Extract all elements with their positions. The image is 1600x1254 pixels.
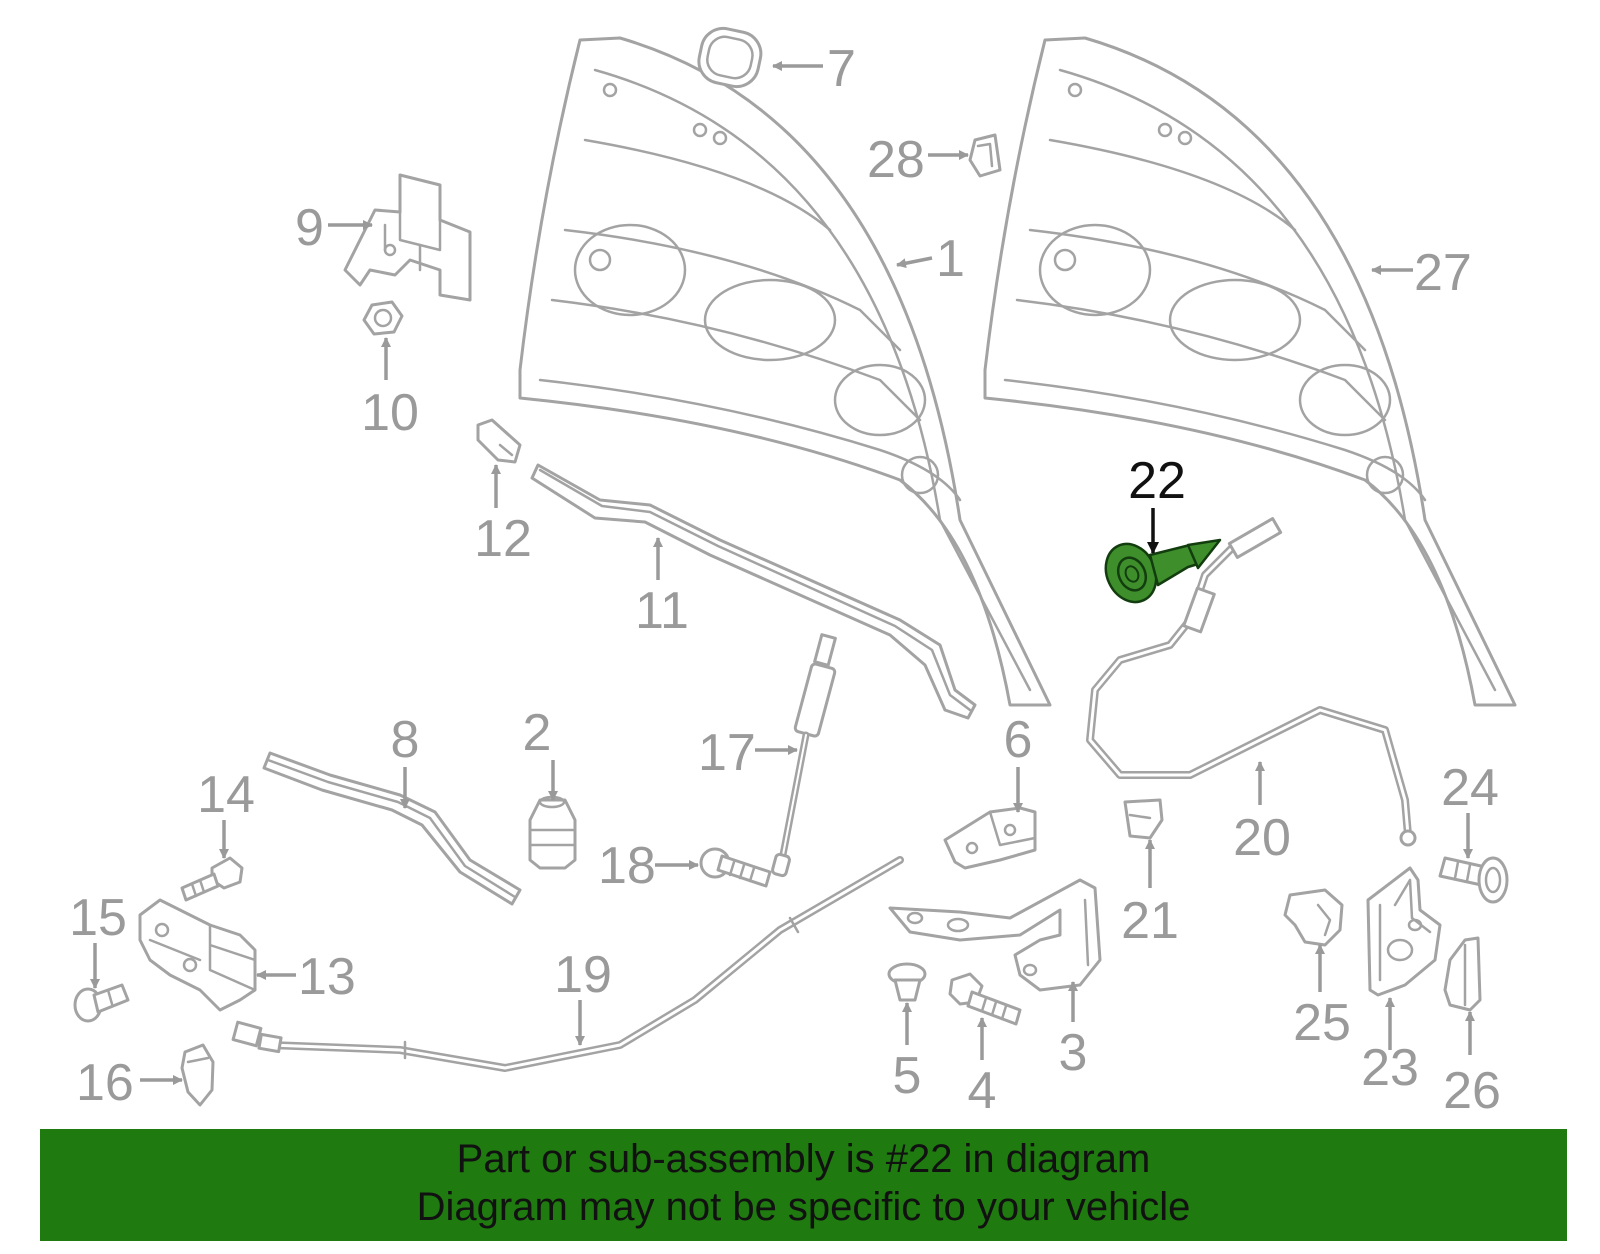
grommet-part-7 [697,26,763,89]
callout-label-24: 24 [1441,759,1499,817]
callout-label-26: 26 [1443,1062,1501,1120]
callout-5: 5 [893,1002,922,1105]
hood-panel-part-1 [518,36,1052,707]
clip-nut-part-5 [887,962,927,1002]
callout-label-27: 27 [1414,244,1472,302]
bolt-part-14 [180,856,244,902]
callout-1: 1 [896,230,965,288]
callout-label-2: 2 [523,704,552,762]
callout-label-1: 1 [936,230,965,288]
ball-stud-part-18 [699,847,772,888]
hood-panel-part-27 [983,36,1517,707]
callout-15: 15 [69,889,127,989]
hood-latch-part-13 [138,898,257,1012]
callout-22: 22 [1128,452,1186,554]
callout-label-20: 20 [1233,809,1291,867]
callout-25: 25 [1293,944,1351,1052]
cap-part-16 [180,1043,215,1107]
callout-label-28: 28 [867,131,925,189]
callout-18: 18 [598,837,699,895]
callout-label-4: 4 [968,1062,997,1120]
highlighted-bolt-part-22 [1104,538,1222,604]
clip-part-21 [1123,798,1164,840]
gas-strut-part-17 [771,633,837,878]
cover-part-26 [1443,936,1482,1012]
callout-4: 4 [968,1017,997,1120]
bolt-part-24 [1438,856,1509,904]
callout-6: 6 [1004,711,1033,813]
callout-23: 23 [1361,997,1419,1097]
nut-part-10 [362,300,404,336]
callout-label-11: 11 [635,582,689,640]
callout-14: 14 [197,766,255,859]
callout-label-10: 10 [361,384,419,442]
callout-28: 28 [867,131,969,189]
clip-part-28 [968,133,1002,178]
callout-27: 27 [1371,244,1472,302]
hood-hinge-part-3 [888,878,1102,992]
callout-9: 9 [295,199,373,257]
info-banner: Part or sub-assembly is #22 in diagram D… [40,1129,1567,1241]
screw-part-15 [73,983,130,1023]
callout-7: 7 [772,40,856,98]
callout-label-14: 14 [197,766,255,824]
callout-13: 13 [256,948,356,1006]
seal-strip-part-8 [262,751,522,906]
callout-17: 17 [698,724,798,782]
callout-label-13: 13 [298,948,356,1006]
callout-label-8: 8 [391,711,420,769]
callout-label-22: 22 [1128,452,1186,510]
callout-label-18: 18 [598,837,656,895]
callout-8: 8 [391,711,420,809]
callout-12: 12 [474,464,532,568]
callout-label-21: 21 [1121,892,1179,950]
callout-label-19: 19 [554,946,612,1004]
callout-label-16: 16 [76,1054,134,1112]
callout-label-17: 17 [698,724,756,782]
callout-21: 21 [1121,839,1179,950]
callout-3: 3 [1059,981,1088,1082]
callout-label-12: 12 [474,510,532,568]
callout-label-9: 9 [295,199,324,257]
banner-line-1: Part or sub-assembly is #22 in diagram [456,1137,1151,1181]
hinge-panel-part-23 [1366,866,1442,997]
hinge-bolt-part-4 [948,972,1022,1026]
callout-label-23: 23 [1361,1039,1419,1097]
callout-10: 10 [361,337,419,442]
callout-label-6: 6 [1004,711,1033,769]
callout-2: 2 [523,704,558,801]
callout-20: 20 [1233,761,1291,867]
release-cable-part-20 [1086,517,1417,847]
callout-label-15: 15 [69,889,127,947]
bump-stop-part-2 [528,795,577,870]
clip-part-12 [476,418,522,464]
callout-label-25: 25 [1293,994,1351,1052]
release-cable-part-19 [231,856,904,1072]
callout-11: 11 [635,537,689,640]
callout-24: 24 [1441,759,1499,859]
banner-line-2: Diagram may not be specific to your vehi… [416,1185,1191,1229]
callout-label-3: 3 [1059,1024,1088,1082]
callout-16: 16 [76,1054,183,1112]
bracket-part-25 [1283,888,1344,947]
hinge-bracket-part-6 [943,806,1037,870]
callout-label-7: 7 [827,40,856,98]
callout-label-5: 5 [893,1047,922,1105]
latch-bracket-part-9 [343,173,472,302]
callout-26: 26 [1443,1011,1501,1120]
callout-19: 19 [554,946,612,1046]
seal-strip-part-11 [530,463,977,720]
